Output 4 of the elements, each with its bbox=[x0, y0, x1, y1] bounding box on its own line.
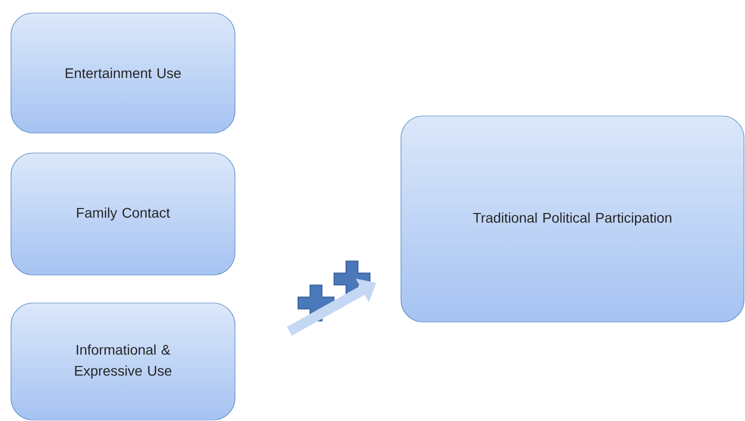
process-box: Entertainment Use bbox=[10, 12, 236, 134]
process-box: Traditional Political Participation bbox=[400, 116, 744, 322]
process-box: Informational & Expressive Use bbox=[10, 302, 236, 420]
process-box: Family Contact bbox=[10, 152, 236, 276]
